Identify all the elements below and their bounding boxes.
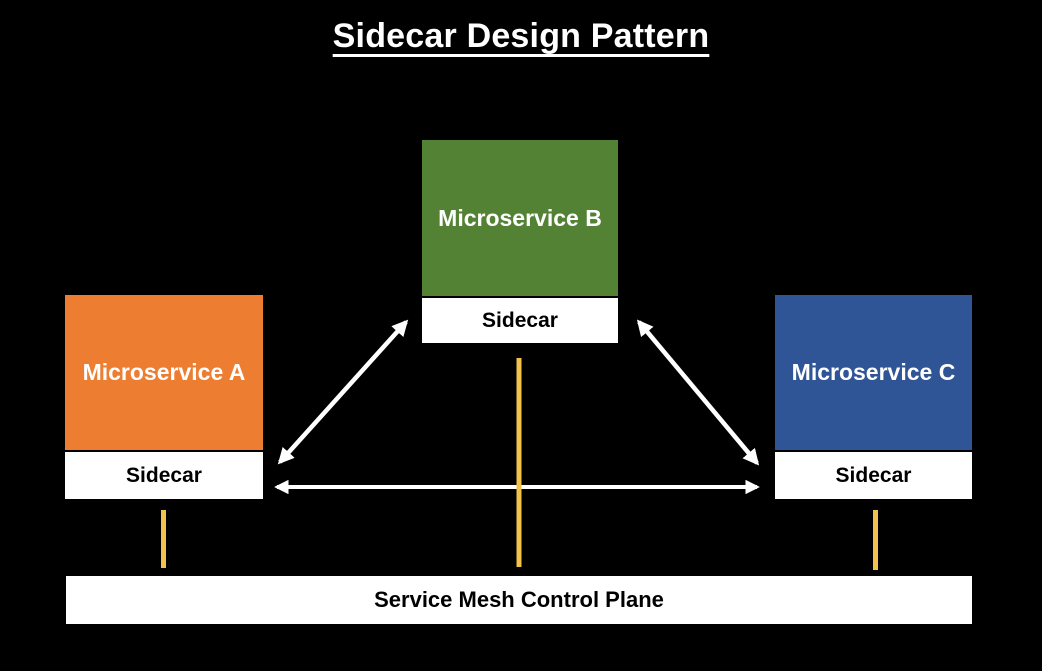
service-mesh-control-plane-label: Service Mesh Control Plane [374,587,664,612]
sidecar-c-box: Sidecar [775,452,972,499]
sidecar-a-box: Sidecar [65,452,263,499]
sidecar-c-label: Sidecar [835,463,912,487]
arrow-sidecar-b-to-sidecar-c [636,319,760,466]
microservice-c-box: Microservice C [775,295,972,450]
sidecar-b-box: Sidecar [422,298,618,343]
microservice-b-label: Microservice B [438,204,602,231]
sidecar-b-label: Sidecar [482,308,558,332]
microservice-b-box: Microservice B [422,140,618,296]
diagram-title: Sidecar Design Pattern [332,17,710,55]
service-mesh-control-plane-box: Service Mesh Control Plane [66,576,972,624]
microservice-c-label: Microservice C [791,359,956,385]
microservice-a-label: Microservice A [82,359,246,385]
sidecar-a-label: Sidecar [126,463,202,487]
arrow-sidecar-a-to-sidecar-b [277,319,409,465]
microservice-a-box: Microservice A [65,295,263,450]
